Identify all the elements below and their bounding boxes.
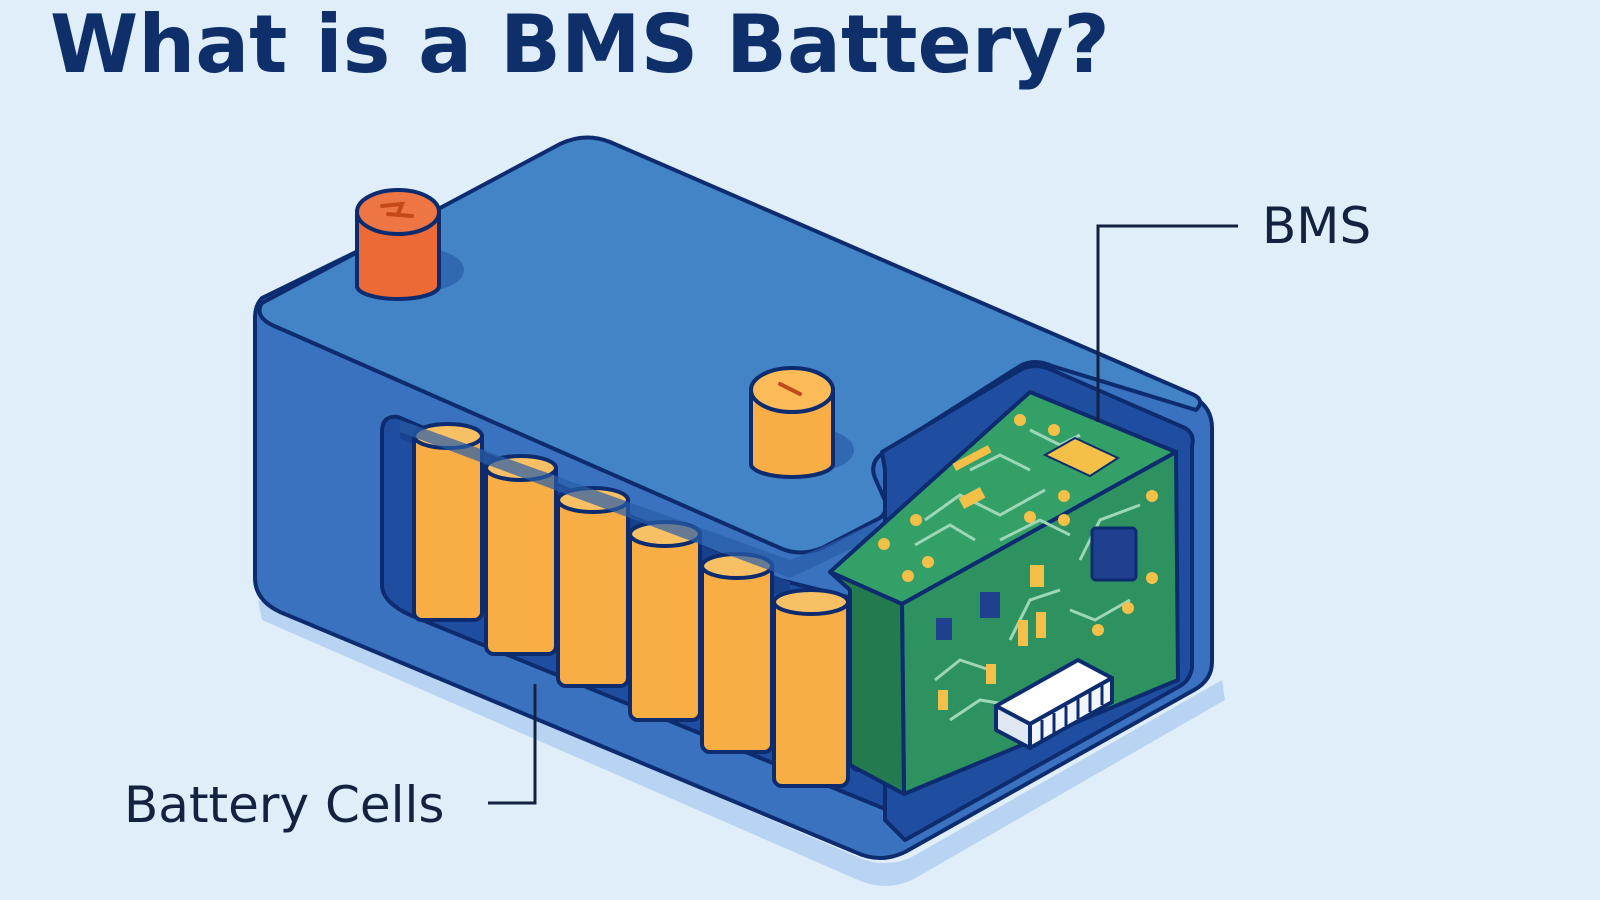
negative-terminal-icon xyxy=(749,366,854,479)
battery-cell xyxy=(700,552,774,754)
page-title: What is a BMS Battery? xyxy=(50,0,1110,91)
pcb-pads-front xyxy=(1058,490,1158,636)
battery-cell xyxy=(556,486,630,688)
battery-shadow xyxy=(258,600,1225,886)
pcb-pads-top xyxy=(878,414,1070,582)
connector-icon xyxy=(994,658,1114,750)
pcb-edge xyxy=(828,570,906,796)
battery-cell xyxy=(628,520,702,722)
bms-label: BMS xyxy=(1262,197,1371,255)
circuit-board-icon xyxy=(828,390,1180,796)
cells-callout: Battery Cells xyxy=(124,684,537,834)
bms-leader-line xyxy=(1096,224,1238,422)
pcb-chip-front xyxy=(1090,526,1138,582)
casing-top xyxy=(257,135,1203,555)
pcb-components-front xyxy=(936,565,1046,710)
battery-cell xyxy=(772,588,850,788)
cells-label: Battery Cells xyxy=(124,776,444,834)
bms-callout: BMS xyxy=(1096,197,1371,422)
pcb-chip-top xyxy=(1042,436,1121,478)
cells-leader-line xyxy=(488,684,537,805)
positive-terminal-icon xyxy=(355,188,464,301)
